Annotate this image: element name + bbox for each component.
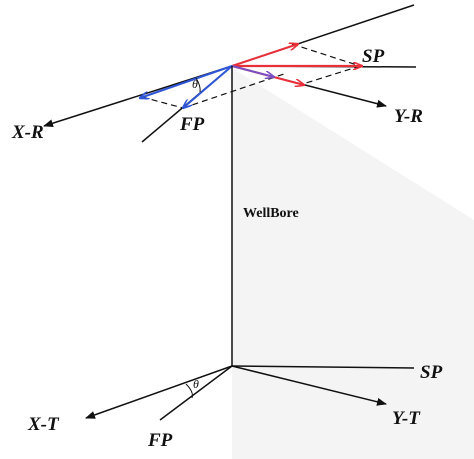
purple-vector <box>231 65 274 77</box>
dashed-line <box>291 43 361 67</box>
theta-arc-top <box>195 77 201 93</box>
y-r-label: Y-R <box>394 106 423 127</box>
x-r-label: X-R <box>11 122 44 143</box>
background-shading <box>232 68 474 459</box>
blue-vector-fp <box>183 65 233 108</box>
dashed-line <box>302 65 361 85</box>
theta-arc-bottom <box>185 383 193 399</box>
bottom-frame: SP Y-T X-T FP θ <box>27 362 443 451</box>
blue-vector-x <box>140 65 233 98</box>
fp-axis-bottom <box>159 365 233 421</box>
x-t-axis <box>85 365 233 419</box>
fp-label-top: FP <box>179 114 205 135</box>
y-t-axis <box>231 365 387 406</box>
wellbore-label: WellBore <box>243 206 299 221</box>
sp-label-bottom: SP <box>420 362 443 383</box>
dashed-line <box>141 96 184 109</box>
top-frame: SP Y-R X-R FP θ <box>11 4 423 143</box>
dashed-line <box>182 73 285 109</box>
theta-label-top: θ <box>192 77 198 91</box>
sp-axis-bottom <box>231 365 415 369</box>
theta-label-bottom: θ <box>193 377 199 391</box>
red-vector-upper <box>231 44 298 67</box>
fp-label-bottom: FP <box>147 430 173 451</box>
x-t-label: X-T <box>27 414 60 435</box>
sp-label-top: SP <box>362 46 385 67</box>
y-t-label: Y-T <box>392 408 421 429</box>
